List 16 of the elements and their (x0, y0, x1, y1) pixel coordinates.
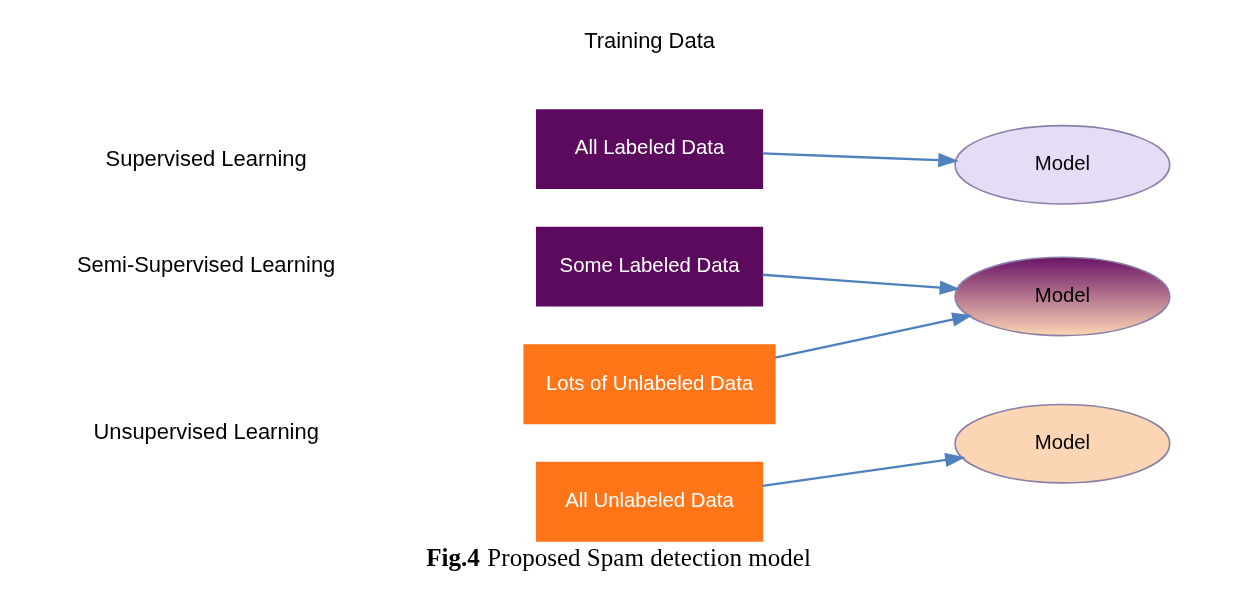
arrow (762, 152, 959, 168)
label: Semi-Supervised Learning (76, 252, 336, 278)
node-box: Lots of Unlabeled Data (523, 344, 776, 425)
arrow (762, 453, 966, 488)
node-ellipse: Model (954, 403, 1171, 484)
node-ellipse: Model (954, 124, 1171, 205)
arrow (762, 273, 961, 295)
arrow (774, 312, 973, 359)
label: Unsupervised Learning (93, 418, 319, 444)
node-box: All Unlabeled Data (535, 461, 764, 542)
caption: Fig.4 Proposed Spam detection model (426, 543, 811, 571)
label: Supervised Learning (105, 145, 307, 171)
node-box: Some Labeled Data (535, 226, 764, 307)
node-box: All Labeled Data (535, 109, 764, 190)
node-ellipse: Model (954, 256, 1171, 337)
label: Training Data (584, 28, 715, 54)
